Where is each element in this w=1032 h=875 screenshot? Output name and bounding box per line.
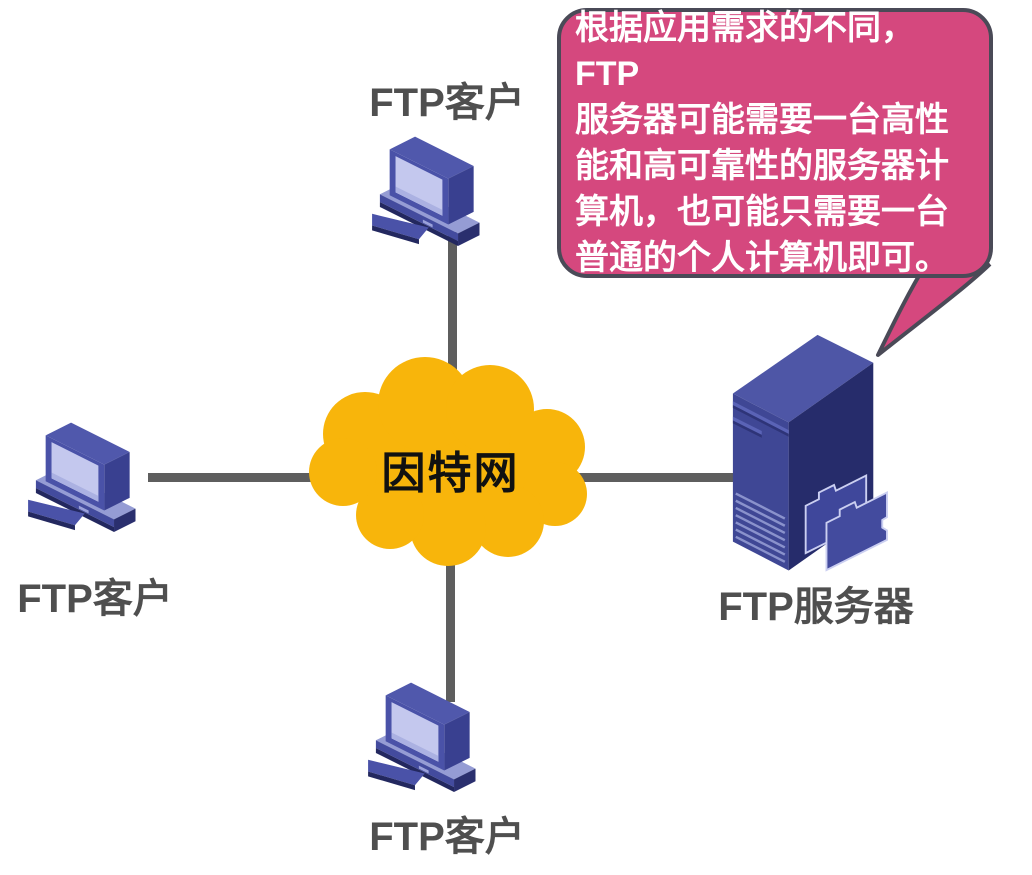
label-client-top: FTP客户 (369, 81, 525, 125)
desktop-computer-icon (28, 422, 136, 533)
label-server: FTP服务器 (718, 585, 914, 629)
label-client-bottom: FTP客户 (369, 815, 525, 859)
link-cloud-to-bottom-client (446, 550, 455, 702)
desktop-computer-icon (372, 136, 480, 247)
folder-icon (804, 474, 888, 572)
link-cloud-to-top-client (448, 232, 457, 402)
link-cloud-to-left-client (148, 473, 358, 482)
desktop-computer-icon (368, 682, 476, 793)
callout-bubble: 根据应用需求的不同，FTP 服务器可能需要一台高性 能和高可靠性的服务器计 算机… (557, 8, 993, 278)
link-cloud-to-server (578, 473, 752, 482)
callout-tail (876, 263, 992, 357)
cloud-label: 因特网 (381, 449, 520, 498)
internet-cloud-icon (309, 357, 587, 566)
label-client-left: FTP客户 (17, 577, 173, 621)
callout-text: 根据应用需求的不同，FTP 服务器可能需要一台高性 能和高可靠性的服务器计 算机… (575, 9, 949, 277)
